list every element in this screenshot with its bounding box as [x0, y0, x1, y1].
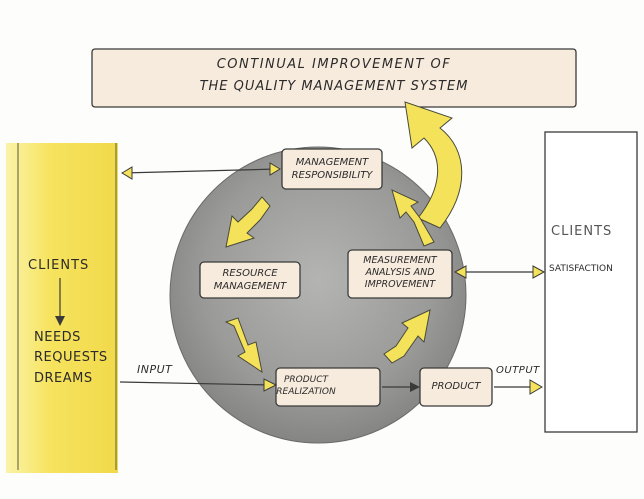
management-responsibility-label: MANAGEMENT RESPONSIBILITY — [282, 156, 382, 182]
resource-line-1: RESOURCE — [222, 268, 278, 279]
measurement-line-1: MEASUREMENT — [363, 255, 437, 266]
clients-needs-arrowhead — [55, 316, 65, 326]
output-arrowhead — [529, 379, 543, 395]
management-responsibility-box — [281, 148, 383, 190]
cycle-arrow-measurement-to-mgmt — [391, 189, 435, 247]
clients-management-arrowhead-left — [121, 166, 133, 180]
management-line-2: RESPONSIBILITY — [291, 170, 373, 181]
resource-line-2: MANAGEMENT — [213, 281, 287, 292]
requests-label: REQUESTS — [34, 350, 108, 365]
measurement-satisfaction-arrowhead-right — [532, 265, 546, 279]
improvement-arrow — [404, 101, 463, 229]
title-line-2: THE QUALITY MANAGEMENT SYSTEM — [199, 79, 469, 94]
left-clients-panel — [6, 143, 118, 473]
dreams-label: DREAMS — [34, 371, 93, 386]
right-clients-panel — [544, 131, 638, 433]
cycle-arrow-resource-to-realization — [224, 317, 263, 374]
measurement-line-3: IMPROVEMENT — [364, 279, 436, 290]
right-clients-label: CLIENTS — [551, 224, 613, 239]
measurement-box — [347, 249, 453, 299]
realization-line-2: REALIZATION — [276, 387, 336, 397]
realization-product-arrowhead — [410, 382, 420, 392]
product-realization-label: PRODUCT REALIZATION — [276, 374, 336, 398]
left-clients-label: CLIENTS — [28, 258, 90, 273]
cycle-arrow-realization-to-measurement — [383, 309, 431, 364]
clients-management-line — [121, 168, 279, 174]
measurement-label: MEASUREMENT ANALYSIS AND IMPROVEMENT — [348, 255, 452, 291]
input-label: INPUT — [137, 363, 173, 376]
product-realization-box — [275, 367, 381, 407]
clients-management-arrowhead-right — [269, 162, 281, 176]
measurement-line-2: ANALYSIS AND — [365, 267, 435, 278]
input-arrowhead — [263, 378, 278, 392]
cycle-arrow-mgmt-to-resource — [225, 196, 271, 248]
realization-line-1: PRODUCT — [283, 375, 329, 385]
satisfaction-label: SATISFACTION — [549, 264, 613, 274]
resource-management-label: RESOURCE MANAGEMENT — [200, 267, 300, 293]
resource-management-box — [199, 261, 301, 299]
title-line-1: CONTINUAL IMPROVEMENT OF — [216, 57, 452, 72]
measurement-satisfaction-arrowhead-left — [453, 265, 467, 279]
input-line — [119, 381, 273, 386]
output-label: OUTPUT — [496, 365, 540, 376]
management-line-1: MANAGEMENT — [295, 157, 369, 168]
title-banner — [91, 48, 577, 108]
product-label: PRODUCT — [431, 381, 481, 392]
needs-label: NEEDS — [34, 330, 81, 345]
